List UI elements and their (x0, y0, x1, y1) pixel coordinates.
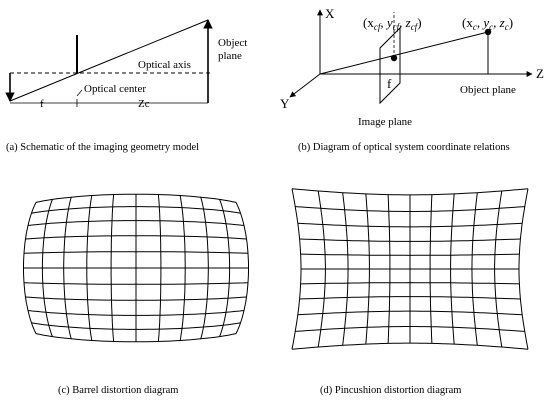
object-point (484, 28, 492, 36)
optical-center-pointer (76, 89, 83, 97)
grid-line-horizontal (31, 322, 241, 330)
image-point-coords: (xcf, ycf, zcf) (363, 15, 422, 32)
grid-line-horizontal (300, 282, 520, 285)
object-point-coords: (xc, yc, zc) (462, 15, 513, 32)
grid-line-horizontal (291, 342, 529, 350)
optical-axis-label: Optical axis (138, 59, 191, 71)
coordinate-relations-diagram: X Y Z f (xcf, ycf, zcf) (xc, yc, zc) Obj… (280, 6, 544, 153)
object-plane-label-2: plane (218, 50, 242, 62)
panel-imaging-geometry: f Zc Optical center Optical axis Object … (0, 0, 270, 160)
grid-line-horizontal (27, 220, 245, 226)
grid-line-horizontal (295, 206, 525, 212)
grid-line-horizontal (25, 296, 247, 301)
ray-line (9, 19, 209, 102)
optical-center-label: Optical center (84, 83, 146, 95)
panel-barrel-distortion: (c) Barrel distortion diagram (0, 180, 275, 401)
barrel-grid-lines (23, 193, 249, 343)
image-point (390, 54, 398, 62)
panel-pincushion-distortion: (d) Pincushion distortion diagram (275, 180, 550, 401)
pincushion-grid-lines (291, 188, 529, 350)
grid-line-horizontal (297, 310, 523, 316)
image-plane (379, 26, 401, 105)
grid-line-horizontal (291, 188, 529, 196)
grid-line-vertical (291, 188, 302, 350)
caption-c: (c) Barrel distortion diagram (58, 385, 178, 396)
caption-a: (a) Schematic of the imaging geometry mo… (6, 142, 199, 153)
f-label: f (387, 76, 392, 91)
zc-label: Zc (138, 98, 150, 110)
grid-line-horizontal (35, 333, 237, 343)
object-plane-label: Object (218, 37, 247, 49)
y-axis-label: Y (280, 96, 290, 111)
grid-line-horizontal (35, 193, 237, 203)
y-axis (289, 73, 321, 98)
caption-b: (b) Diagram of optical system coordinate… (298, 142, 510, 153)
ray-line (319, 31, 489, 75)
pincushion-distortion-grid: (d) Pincushion distortion diagram (291, 188, 529, 396)
grid-line-horizontal (31, 206, 241, 214)
imaging-geometry-diagram: f Zc Optical center Optical axis Object … (5, 19, 247, 153)
grid-line-horizontal (300, 253, 520, 256)
z-axis-label: Z (536, 66, 544, 81)
f-label: f (40, 98, 44, 110)
grid-line-horizontal (299, 296, 521, 300)
grid-line-horizontal (297, 222, 523, 228)
x-axis-label: X (325, 6, 335, 21)
caption-d: (d) Pincushion distortion diagram (320, 385, 461, 396)
barrel-distortion-grid: (c) Barrel distortion diagram (23, 193, 249, 396)
object-plane-label: Object plane (460, 84, 516, 96)
grid-line-horizontal (295, 326, 525, 332)
image-plane-label: Image plane (358, 116, 412, 128)
grid-line-horizontal (23, 282, 249, 285)
panel-coordinate-relations: X Y Z f (xcf, ycf, zcf) (xc, yc, zc) Obj… (270, 0, 550, 160)
grid-line-horizontal (25, 235, 247, 240)
grid-line-horizontal (27, 310, 245, 316)
grid-line-horizontal (23, 251, 249, 254)
grid-line-vertical (518, 188, 529, 350)
grid-line-horizontal (299, 238, 521, 242)
